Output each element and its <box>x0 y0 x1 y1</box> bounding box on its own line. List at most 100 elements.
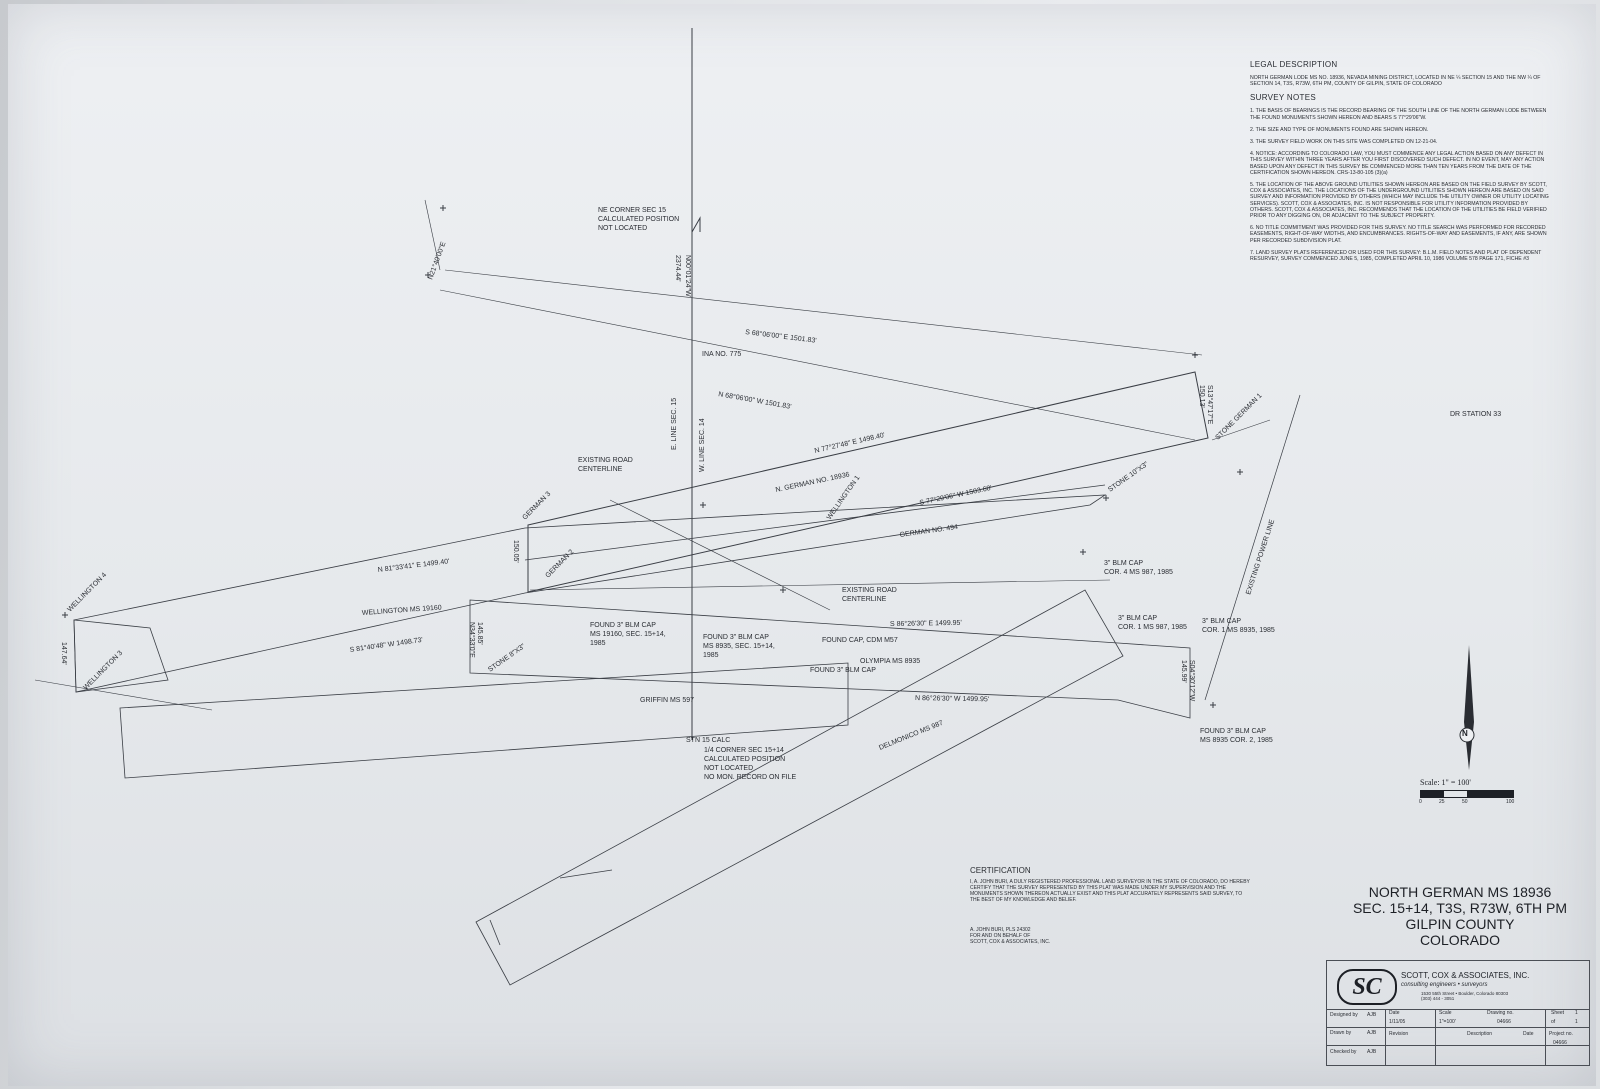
certification-text: I, A. JOHN BURI, A DULY REGISTERED PROFE… <box>970 879 1250 903</box>
quarter-corner-1: 1/4 CORNER SEC 15+14 <box>704 747 784 754</box>
survey-note-2: 2. THE SIZE AND TYPE OF MONUMENTS FOUND … <box>1250 126 1429 133</box>
bearing-n0: N00°01'24"W <box>684 255 692 297</box>
plat-title: NORTH GERMAN MS 18936 SEC. 15+14, T3S, R… <box>1340 884 1580 948</box>
date-label: Date <box>1389 1010 1400 1016</box>
checked-by: AJB <box>1367 1049 1377 1055</box>
bearing-n34: N34°33'0"E <box>468 622 476 658</box>
quarter-corner-2: CALCULATED POSITION <box>704 756 785 763</box>
description-label: Description <box>1467 1031 1493 1037</box>
company-phone: (303) 444 - 3051 <box>1421 996 1455 1001</box>
notes-panel: LEGAL DESCRIPTION NORTH GERMAN LODE MS N… <box>1250 60 1550 268</box>
legal-description-heading: LEGAL DESCRIPTION <box>1250 60 1338 69</box>
survey-note-1: 1. THE BASIS OF BEARINGS IS THE RECORD B… <box>1250 108 1547 121</box>
griffin-label: GRIFFIN MS 597 <box>640 697 694 704</box>
company-address: 1530 55th Street • Boulder, Colorado 803… <box>1421 991 1508 1001</box>
road-label-1b: CENTERLINE <box>578 466 623 473</box>
n-german-label: N. GERMAN NO. 18936 <box>775 471 850 494</box>
grid-rule <box>1327 1027 1589 1028</box>
legal-description-text: NORTH GERMAN LODE MS NO. 18936, NEVADA M… <box>1250 75 1541 88</box>
olympia-label: OLYMPIA MS 8935 <box>860 658 920 665</box>
survey-note-3: 3. THE SURVEY FIELD WORK ON THIS SITE WA… <box>1250 139 1438 146</box>
found-4a: FOUND 3" BLM CAP <box>1200 728 1266 735</box>
found-1a: FOUND 3" BLM CAP <box>590 622 656 629</box>
power-line <box>1204 394 1301 701</box>
blm-cap-1a-1: 3" BLM CAP <box>1118 615 1157 622</box>
grid-rule <box>1327 1045 1589 1046</box>
found-1c: 1985 <box>590 640 606 647</box>
dist-145a: 145.85' <box>476 622 483 645</box>
title-line-1: NORTH GERMAN MS 18936 <box>1368 884 1552 900</box>
scale-tick: 100 <box>1506 799 1515 805</box>
german-3: GERMAN 3 <box>521 491 552 522</box>
drawing-no: 04666 <box>1497 1019 1511 1025</box>
found-1b: MS 19160, SEC. 15+14, <box>590 631 666 638</box>
project-no: 04666 <box>1553 1040 1567 1046</box>
checked-by-label: Checked by <box>1330 1049 1357 1055</box>
quarter-corner-3: NOT LOCATED <box>704 765 753 772</box>
dist-150a: 150.13' <box>1198 385 1205 408</box>
company-subtitle: consulting engineers • surveyors <box>1401 982 1488 988</box>
ina-line-2 <box>439 289 1196 441</box>
of-value: 1 <box>1575 1019 1578 1025</box>
wellington-label: WELLINGTON MS 19160 <box>362 604 442 617</box>
scale-value: 1"=100' <box>1439 1019 1456 1025</box>
scale-bar-graphic <box>1420 790 1514 798</box>
of-label: of <box>1551 1019 1556 1025</box>
survey-note-4: 4. NOTICE: ACCORDING TO COLORADO LAW, YO… <box>1250 151 1545 176</box>
company-name: SCOTT, COX & ASSOCIATES, INC. <box>1401 971 1530 980</box>
survey-note-5: 5. THE LOCATION OF THE ABOVE GROUND UTIL… <box>1250 182 1549 220</box>
bearing-n21: N21°40'00"E <box>426 240 447 280</box>
delmonico-label: DELMONICO MS 987 <box>878 720 944 752</box>
company-address-line: 1530 55th Street • Boulder, Colorado 803… <box>1421 991 1509 996</box>
north-arrow-label: N <box>1462 729 1468 738</box>
griffin-lode <box>119 662 849 779</box>
stn-calc: STN 15 CALC <box>686 737 730 744</box>
company-logo: SC <box>1337 969 1397 1005</box>
ina-label: INA NO. 775 <box>702 351 741 358</box>
survey-note-7: 7. LAND SURVEY PLATS REFERENCED OR USED … <box>1250 249 1542 263</box>
scale-label: Scale <box>1439 1010 1452 1016</box>
project-no-label: Project no. <box>1549 1031 1573 1037</box>
signature-line-2: FOR AND ON BEHALF OF <box>970 933 1031 939</box>
dist-145b: 145.99' <box>1180 660 1187 683</box>
grid-rule <box>1545 1009 1546 1065</box>
grid-rule <box>1435 1009 1436 1065</box>
scale-label-text: Scale: 1" = 100' <box>1420 778 1471 787</box>
ina-line-1 <box>444 269 1203 356</box>
wellington-3: WELLINGTON 3 <box>82 650 124 692</box>
blm-cap-1a-2: COR. 1 MS 987, 1985 <box>1118 624 1187 631</box>
grid-rule <box>1385 1009 1386 1065</box>
rev-date-label: Date <box>1523 1031 1534 1037</box>
road-label-2b: CENTERLINE <box>842 596 887 603</box>
title-block: SC SCOTT, COX & ASSOCIATES, INC. consult… <box>1326 960 1590 1066</box>
blm-cap-4b: COR. 4 MS 987, 1985 <box>1104 569 1173 576</box>
ne-corner-label-3: NOT LOCATED <box>598 225 647 232</box>
wellington-4: WELLINGTON 4 <box>66 572 108 614</box>
blm-cap-4a: 3" BLM CAP <box>1104 560 1143 567</box>
north-arrow-circle <box>1459 727 1475 743</box>
survey-note-6: 6. NO TITLE COMMITMENT WAS PROVIDED FOR … <box>1250 225 1547 244</box>
bearing-n81: N 81°33'41" E 1499.40' <box>377 557 450 574</box>
title-line-3: GILPIN COUNTY <box>1405 916 1515 932</box>
german-1-line <box>1211 419 1271 441</box>
bearing-s86: S 86°26'30" E 1499.95' <box>890 619 962 628</box>
title-line-2: SEC. 15+14, T3S, R73W, 6TH PM <box>1352 900 1568 916</box>
scale-tick: 25 <box>1439 799 1445 805</box>
dist-150b: 150.05' <box>512 540 519 563</box>
sheet-value: 1 <box>1575 1010 1578 1016</box>
quarter-corner-4: NO MON. RECORD ON FILE <box>704 774 797 781</box>
bearing-s68: S 68°06'00" E 1501.83' <box>745 328 817 345</box>
designed-by: AJB <box>1367 1012 1377 1018</box>
diag-line-1 <box>34 679 213 711</box>
blm-cap-1b-1: 3" BLM CAP <box>1202 618 1241 625</box>
title-grid: Designed by AJB Drawn by AJB Checked by … <box>1327 1009 1589 1065</box>
found-2b: MS 8935, SEC. 15+14, <box>703 643 775 650</box>
road-label-1a: EXISTING ROAD <box>578 457 633 464</box>
survey-notes-heading: SURVEY NOTES <box>1250 93 1316 103</box>
title-line-4: COLORADO <box>1419 932 1501 948</box>
found-2a: FOUND 3" BLM CAP <box>703 634 769 641</box>
ne-corner-label-1: NE CORNER SEC 15 <box>598 207 666 214</box>
scale-tick: 0 <box>1419 799 1422 805</box>
